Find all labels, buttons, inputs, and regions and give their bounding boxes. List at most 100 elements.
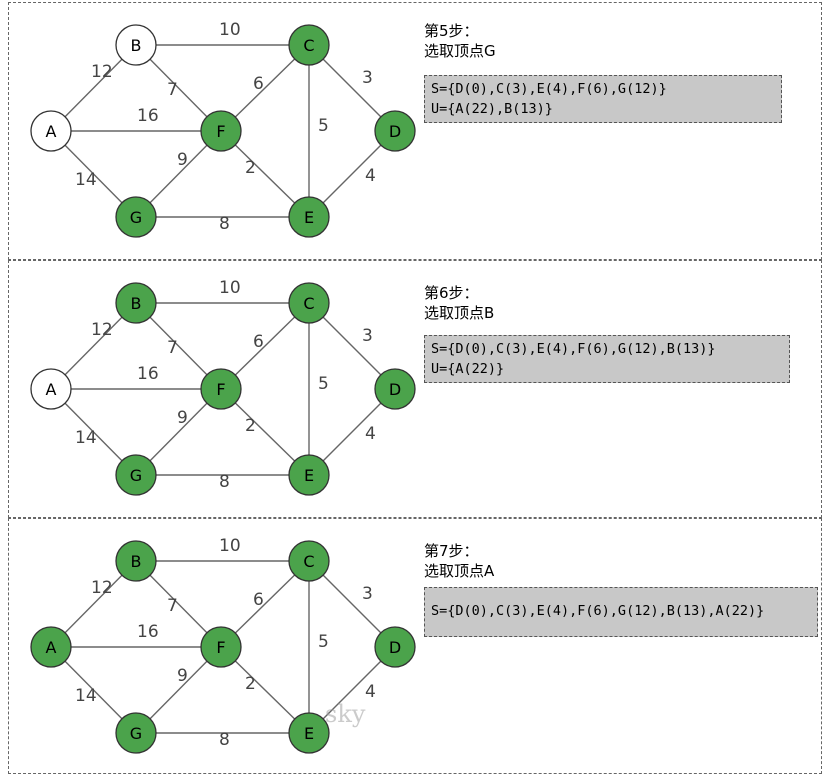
node-circle [288, 712, 330, 754]
edge-weight-f-e: 2 [245, 416, 256, 436]
node-label: A [46, 380, 57, 399]
set-s-line: S={D(0),C(3),E(4),F(6),G(12)} [431, 81, 667, 97]
node-c: C [288, 24, 330, 66]
node-f: F [200, 110, 242, 152]
step-number: 第6步： [424, 284, 479, 302]
node-a: A [30, 626, 72, 668]
node-label: B [131, 36, 142, 55]
step-title: 第6步： 选取顶点B [424, 283, 494, 323]
set-s-line: S={D(0),C(3),E(4),F(6),G(12),B(13),A(22)… [431, 603, 765, 619]
set-u-line: U={A(22),B(13)} [431, 101, 553, 117]
step-selection: 选取顶点G [424, 42, 496, 60]
step-title: 第5步： 选取顶点G [424, 21, 496, 61]
node-a: A [30, 110, 72, 152]
edge-weight-a-b: 12 [91, 578, 113, 598]
node-circle [288, 454, 330, 496]
node-label: G [130, 724, 142, 743]
edge-weight-g-e: 8 [219, 214, 230, 234]
edge-weight-f-e: 2 [245, 674, 256, 694]
edge-weight-b-f: 7 [167, 338, 178, 358]
edge-weight-d-e: 4 [365, 166, 376, 186]
node-label: E [304, 466, 314, 485]
set-s-line: S={D(0),C(3),E(4),F(6),G(12),B(13)} [431, 341, 716, 357]
edge-weight-d-e: 4 [365, 424, 376, 444]
edge-weight-g-e: 8 [219, 472, 230, 492]
edge-weight-a-g: 14 [75, 686, 97, 706]
step-number: 第7步： [424, 542, 479, 560]
edge-weight-b-c: 10 [219, 536, 241, 556]
node-g: G [115, 712, 157, 754]
edge-weight-f-g: 9 [177, 666, 188, 686]
node-label: D [389, 380, 401, 399]
node-f: F [200, 368, 242, 410]
node-label: E [304, 724, 314, 743]
edge-weight-a-g: 14 [75, 428, 97, 448]
node-label: C [303, 36, 314, 55]
node-circle [374, 368, 416, 410]
node-c: C [288, 282, 330, 324]
edge-weight-a-b: 12 [91, 62, 113, 82]
edge-weight-c-d: 3 [362, 68, 373, 88]
set-u-line: U={A(22)} [431, 361, 505, 377]
edge-weight-c-d: 3 [362, 584, 373, 604]
edge-weight-c-f: 6 [253, 590, 264, 610]
edge-weight-g-e: 8 [219, 730, 230, 750]
edge-weight-b-c: 10 [219, 278, 241, 298]
step-selection: 选取顶点A [424, 562, 495, 580]
edge-weight-a-f: 16 [137, 364, 159, 384]
edge-weight-f-g: 9 [177, 150, 188, 170]
edge-weight-d-e: 4 [365, 682, 376, 702]
node-d: D [374, 368, 416, 410]
node-c: C [288, 540, 330, 582]
node-circle [374, 110, 416, 152]
node-label: D [389, 638, 401, 657]
node-label: G [130, 208, 142, 227]
node-circle [115, 712, 157, 754]
edge-weight-a-g: 14 [75, 170, 97, 190]
edge-weight-f-g: 9 [177, 408, 188, 428]
edge-weight-f-e: 2 [245, 158, 256, 178]
node-circle [288, 540, 330, 582]
node-g: G [115, 454, 157, 496]
node-circle [30, 368, 72, 410]
node-label: C [303, 294, 314, 313]
node-b: B [115, 24, 157, 66]
node-label: D [389, 122, 401, 141]
node-circle [30, 626, 72, 668]
step-title: 第7步： 选取顶点A [424, 541, 494, 581]
node-g: G [115, 196, 157, 238]
node-circle [288, 24, 330, 66]
node-circle [30, 110, 72, 152]
edge-weight-a-f: 16 [137, 106, 159, 126]
node-label: F [216, 122, 225, 141]
set-box: S={D(0),C(3),E(4),F(6),G(12)} U={A(22),B… [424, 75, 782, 123]
node-label: B [131, 552, 142, 571]
edge-weight-c-e: 5 [318, 632, 329, 652]
edge-weight-c-d: 3 [362, 326, 373, 346]
node-f: F [200, 626, 242, 668]
node-circle [115, 540, 157, 582]
watermark: sky [325, 700, 366, 728]
edge-weight-c-f: 6 [253, 74, 264, 94]
node-circle [200, 368, 242, 410]
node-e: E [288, 196, 330, 238]
edge-weight-b-c: 10 [219, 20, 241, 40]
node-label: F [216, 380, 225, 399]
node-label: G [130, 466, 142, 485]
node-circle [374, 626, 416, 668]
edge-weight-c-e: 5 [318, 374, 329, 394]
step-selection: 选取顶点B [424, 304, 495, 322]
node-circle [288, 282, 330, 324]
node-d: D [374, 626, 416, 668]
node-e: E [288, 454, 330, 496]
node-circle [115, 196, 157, 238]
edge-weight-b-f: 7 [167, 596, 178, 616]
node-label: A [46, 122, 57, 141]
set-box: S={D(0),C(3),E(4),F(6),G(12),B(13),A(22)… [424, 587, 818, 637]
node-label: A [46, 638, 57, 657]
